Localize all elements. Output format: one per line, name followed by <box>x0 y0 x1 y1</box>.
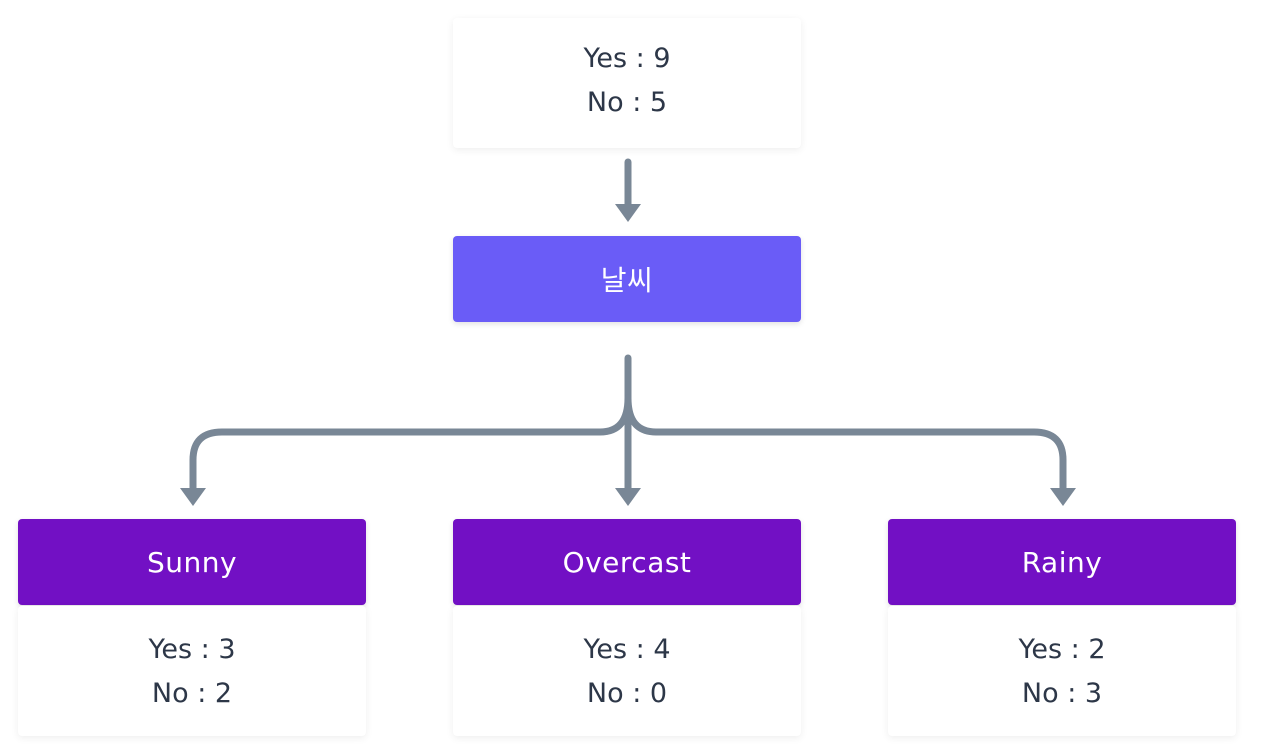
branch-label-overcast: Overcast <box>562 545 692 579</box>
sunny-yes-count: Yes : 3 <box>148 634 236 665</box>
branch-node-rainy: Rainy <box>888 519 1236 605</box>
overcast-counts-card: Yes : 4 No : 0 <box>453 606 801 736</box>
branch-label-sunny: Sunny <box>146 545 238 579</box>
branch-label-rainy: Rainy <box>1021 545 1103 579</box>
root-no-count: No : 5 <box>586 87 668 118</box>
rainy-counts-card: Yes : 2 No : 3 <box>888 606 1236 736</box>
connector-right <box>624 394 1067 494</box>
overcast-no-count: No : 0 <box>586 678 668 709</box>
rainy-no-count: No : 3 <box>1021 678 1103 709</box>
connector-left <box>189 394 632 494</box>
branch-node-sunny: Sunny <box>18 519 366 605</box>
branch-node-overcast: Overcast <box>453 519 801 605</box>
root-node-label: 날씨 <box>600 264 654 297</box>
root-yes-count: Yes : 9 <box>583 43 671 74</box>
root-counts-card: Yes : 9 No : 5 <box>453 18 801 148</box>
overcast-yes-count: Yes : 4 <box>583 634 671 665</box>
sunny-no-count: No : 2 <box>151 678 233 709</box>
rainy-yes-count: Yes : 2 <box>1018 634 1106 665</box>
sunny-counts-card: Yes : 3 No : 2 <box>18 606 366 736</box>
root-node-weather: 날씨 <box>453 236 801 322</box>
